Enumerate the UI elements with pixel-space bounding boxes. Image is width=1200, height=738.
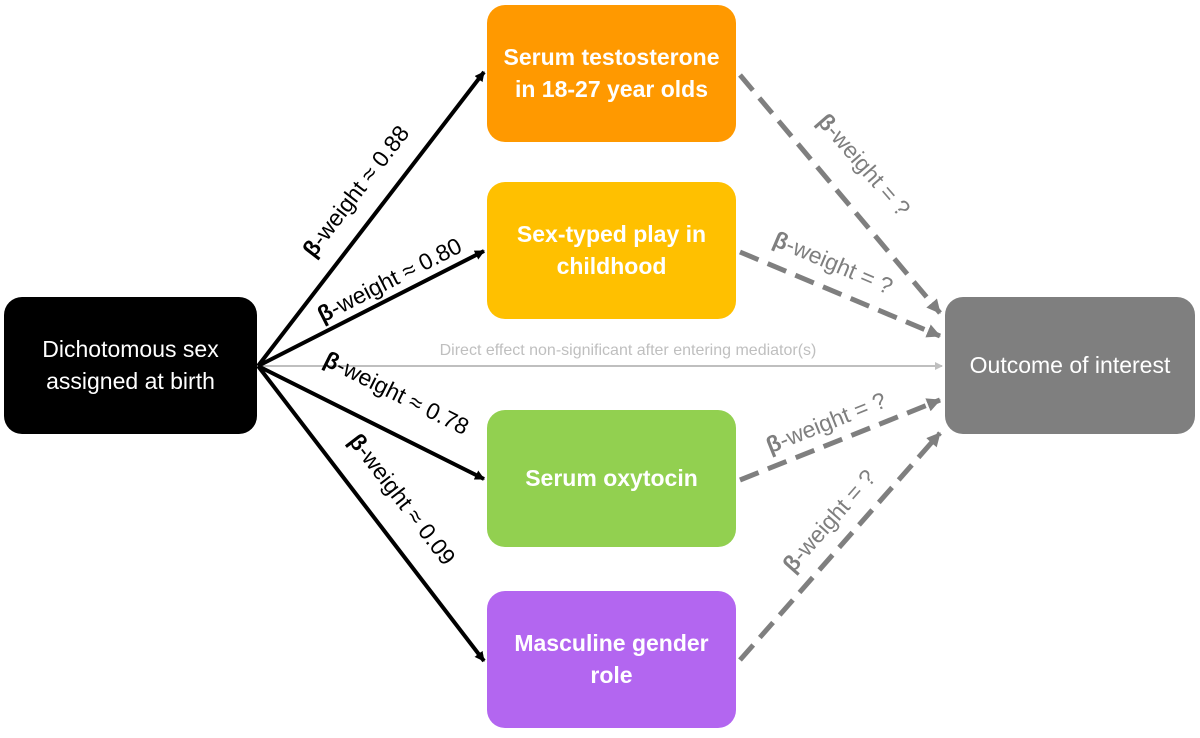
node-serum-oxytocin: Serum oxytocin xyxy=(487,410,736,547)
weight-label-play: β-weight ≈ 0.80 xyxy=(313,232,466,327)
dashed-arrow-oxytocin-outcome xyxy=(739,397,941,483)
weight-label-oxytocin: β-weight ≈ 0.78 xyxy=(320,346,473,440)
dashed-arrow-masculine-outcome xyxy=(738,431,942,662)
node-serum-testosterone: Serum testosterone in 18-27 year olds xyxy=(487,5,736,142)
node-oxytocin-label: Serum oxytocin xyxy=(525,464,698,491)
arrow-sex-masculine xyxy=(256,364,486,663)
node-masculine-gender-role: Masculine gender role xyxy=(487,591,736,728)
dashed-arrow-testosterone-outcome xyxy=(738,73,942,315)
arrow-sex-oxytocin xyxy=(257,364,485,481)
node-masculine-label: Masculine gender role xyxy=(514,629,709,688)
node-sex-typed-play: Sex-typed play in childhood xyxy=(487,182,736,319)
node-outcome-of-interest: Outcome of interest xyxy=(945,297,1195,434)
node-sex-assigned-at-birth: Dichotomous sex assigned at birth xyxy=(4,297,257,434)
arrow-sex-play xyxy=(257,249,485,368)
direct-effect-label: Direct effect non-significant after ente… xyxy=(440,342,817,359)
node-play-label: Sex-typed play in childhood xyxy=(516,220,707,279)
node-sex-label: Dichotomous sex assigned at birth xyxy=(42,335,219,394)
node-testosterone-label: Serum testosterone in 18-27 year olds xyxy=(503,43,720,102)
node-outcome-label: Outcome of interest xyxy=(969,351,1171,378)
outcome-weight-label-testosterone: β-weight = ? xyxy=(813,108,916,221)
arrow-sex-testosterone xyxy=(256,70,486,368)
dashed-arrow-play-outcome xyxy=(739,249,941,339)
